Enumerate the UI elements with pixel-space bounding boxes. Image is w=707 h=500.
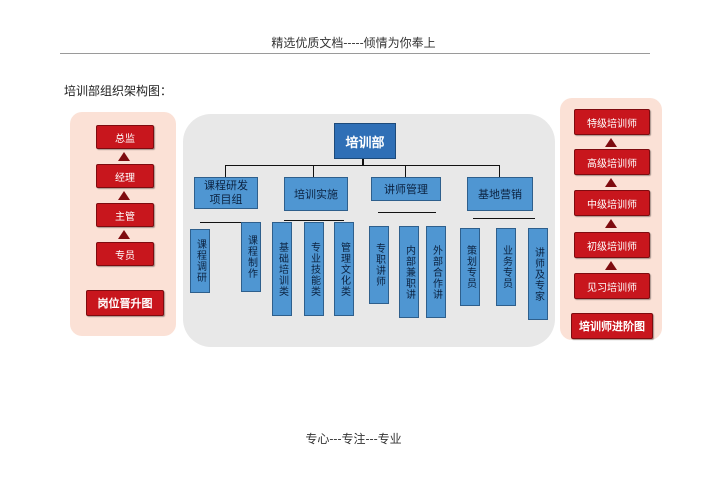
group-training-impl: 培训实施	[284, 177, 348, 211]
trainer-box-senior: 高级培训师	[574, 149, 650, 175]
trainer-arrow-4	[605, 261, 617, 270]
child-professional-skills: 专业技能类	[304, 222, 324, 316]
group-drop-1	[225, 165, 226, 177]
org-root: 培训部	[334, 123, 396, 159]
promotion-box-manager: 经理	[96, 164, 154, 188]
trainer-box-junior: 初级培训师	[574, 232, 650, 258]
child-bus-1	[200, 222, 258, 223]
root-connector	[362, 157, 364, 165]
header-rule	[60, 53, 650, 54]
group-course-dev: 课程研发项目组	[194, 177, 258, 209]
child-bus-4	[473, 218, 535, 219]
child-bus-2	[284, 220, 344, 221]
page-footer: 专心---专注---专业	[305, 432, 402, 446]
trainer-arrow-2	[605, 178, 617, 187]
trainer-arrow-1	[605, 138, 617, 147]
promotion-arrow-3	[118, 230, 130, 239]
child-course-research: 课程调研	[190, 229, 210, 293]
trainer-box-intern: 见习培训师	[574, 273, 650, 299]
promotion-arrow-2	[118, 191, 130, 200]
child-lecturers-experts: 讲师及专家	[528, 228, 548, 320]
group-base-marketing: 基地营销	[467, 177, 533, 211]
group-lecturer-mgmt: 讲师管理	[371, 177, 441, 201]
trainer-box-special: 特级培训师	[574, 109, 650, 135]
promotion-arrow-1	[118, 152, 130, 161]
trainer-box-intermediate: 中级培训师	[574, 190, 650, 216]
child-basic-training: 基础培训类	[272, 222, 292, 316]
child-management-culture: 管理文化类	[334, 222, 354, 316]
promotion-box-supervisor: 主管	[96, 203, 154, 227]
group-drop-2	[313, 165, 314, 177]
child-bus-3	[378, 212, 436, 213]
diagram-caption: 培训部组织架构图：	[64, 84, 173, 98]
page-header: 精选优质文档-----倾情为你奉上	[271, 36, 436, 50]
child-internal-parttime: 内部兼职讲	[399, 226, 419, 318]
group-drop-3	[405, 165, 406, 177]
child-fulltime-lecturer: 专职讲师	[369, 226, 389, 304]
trainer-panel-title: 培训师进阶图	[571, 313, 653, 339]
child-course-production: 课程制作	[241, 222, 261, 292]
child-business-specialist: 业务专员	[496, 228, 516, 306]
promotion-panel-title: 岗位晋升图	[86, 290, 164, 316]
group-drop-4	[499, 165, 500, 177]
child-external-partner: 外部合作讲	[426, 226, 446, 318]
group-bus	[225, 165, 499, 166]
promotion-box-specialist: 专员	[96, 242, 154, 266]
child-planning-specialist: 策划专员	[460, 228, 480, 306]
promotion-box-director: 总监	[96, 125, 154, 149]
trainer-arrow-3	[605, 219, 617, 228]
